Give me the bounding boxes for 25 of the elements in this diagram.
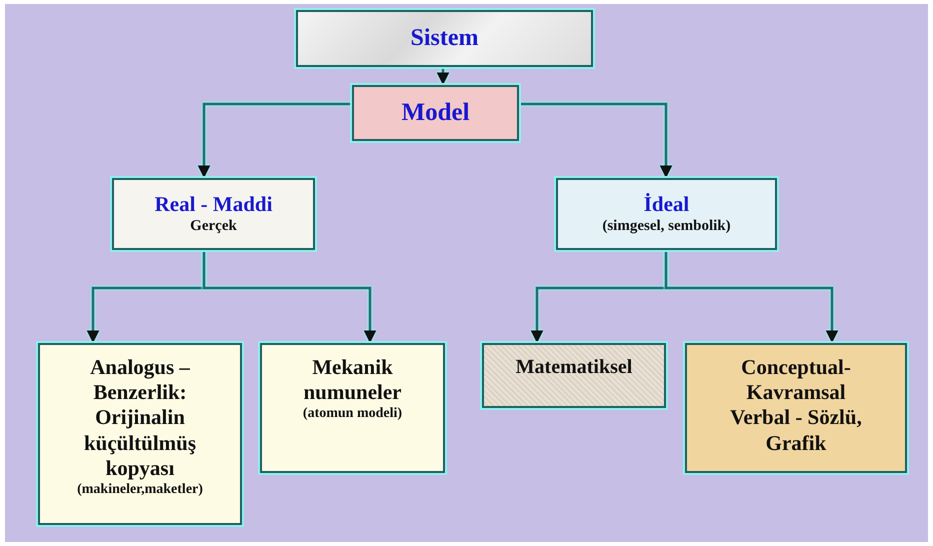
box-title: Conceptual- Kavramsal Verbal - Sözlü, Grafik bbox=[729, 355, 863, 456]
connector-arrow bbox=[664, 250, 838, 343]
box-title: Model bbox=[401, 98, 470, 128]
box-subtitle: Gerçek bbox=[190, 216, 237, 236]
concept-box bbox=[482, 343, 666, 408]
concept-box bbox=[352, 85, 519, 141]
concept-box bbox=[38, 343, 242, 525]
box-title: Analogus – Benzerlik: Orijinalin küçültülmüş kopyası bbox=[82, 355, 198, 481]
box-title: İdeal bbox=[644, 192, 690, 217]
box-subtitle: (makineler,maketler) bbox=[77, 480, 203, 499]
box-subtitle: (atomun modeli) bbox=[302, 405, 402, 424]
concept-box bbox=[685, 343, 907, 473]
box-subtitle: (simgesel, sembolik) bbox=[602, 216, 731, 236]
box-title: Mekanik numuneler bbox=[302, 355, 402, 406]
box-title: Sistem bbox=[410, 24, 478, 53]
connector-arrow bbox=[198, 102, 352, 178]
connector-arrow bbox=[436, 67, 450, 85]
concept-box bbox=[556, 178, 777, 250]
concept-box bbox=[296, 10, 593, 67]
connector-arrow bbox=[202, 250, 376, 343]
connector-arrow bbox=[519, 102, 672, 178]
concept-box bbox=[260, 343, 445, 473]
box-title: Matematiksel bbox=[516, 355, 632, 379]
concept-box bbox=[112, 178, 315, 250]
box-title: Real - Maddi bbox=[154, 192, 272, 217]
